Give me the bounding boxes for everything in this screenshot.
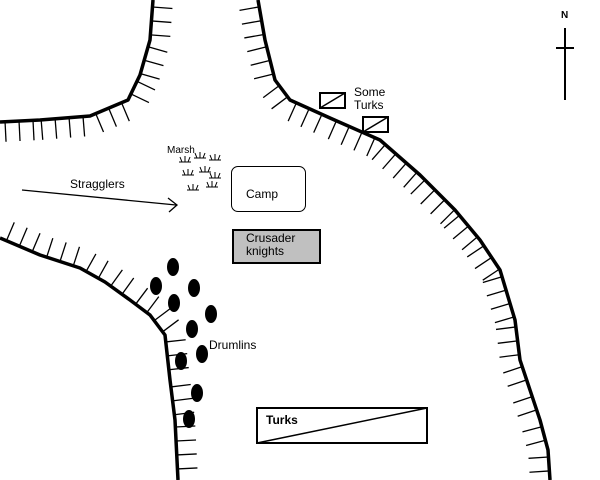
marsh-icon [179, 152, 221, 191]
north-arrow-icon [556, 28, 574, 100]
valley-slopes [0, 0, 552, 480]
stragglers-arrow-icon [21, 189, 179, 213]
some-turks-unit-icon [319, 92, 346, 109]
crusader-knights-symbol [232, 229, 321, 264]
stragglers-label: Stragglers [70, 177, 125, 191]
drumlins-icon [150, 258, 217, 428]
north-label: N [561, 10, 569, 21]
marsh-label: Marsh [167, 145, 195, 156]
turks-label: Turks [266, 413, 298, 427]
turks-unit-icon [256, 407, 428, 444]
camp-label: Camp [246, 187, 279, 201]
some-turks-unit-icon [362, 116, 389, 133]
camp-symbol [231, 166, 306, 212]
drumlins-label: Drumlins [209, 338, 257, 352]
